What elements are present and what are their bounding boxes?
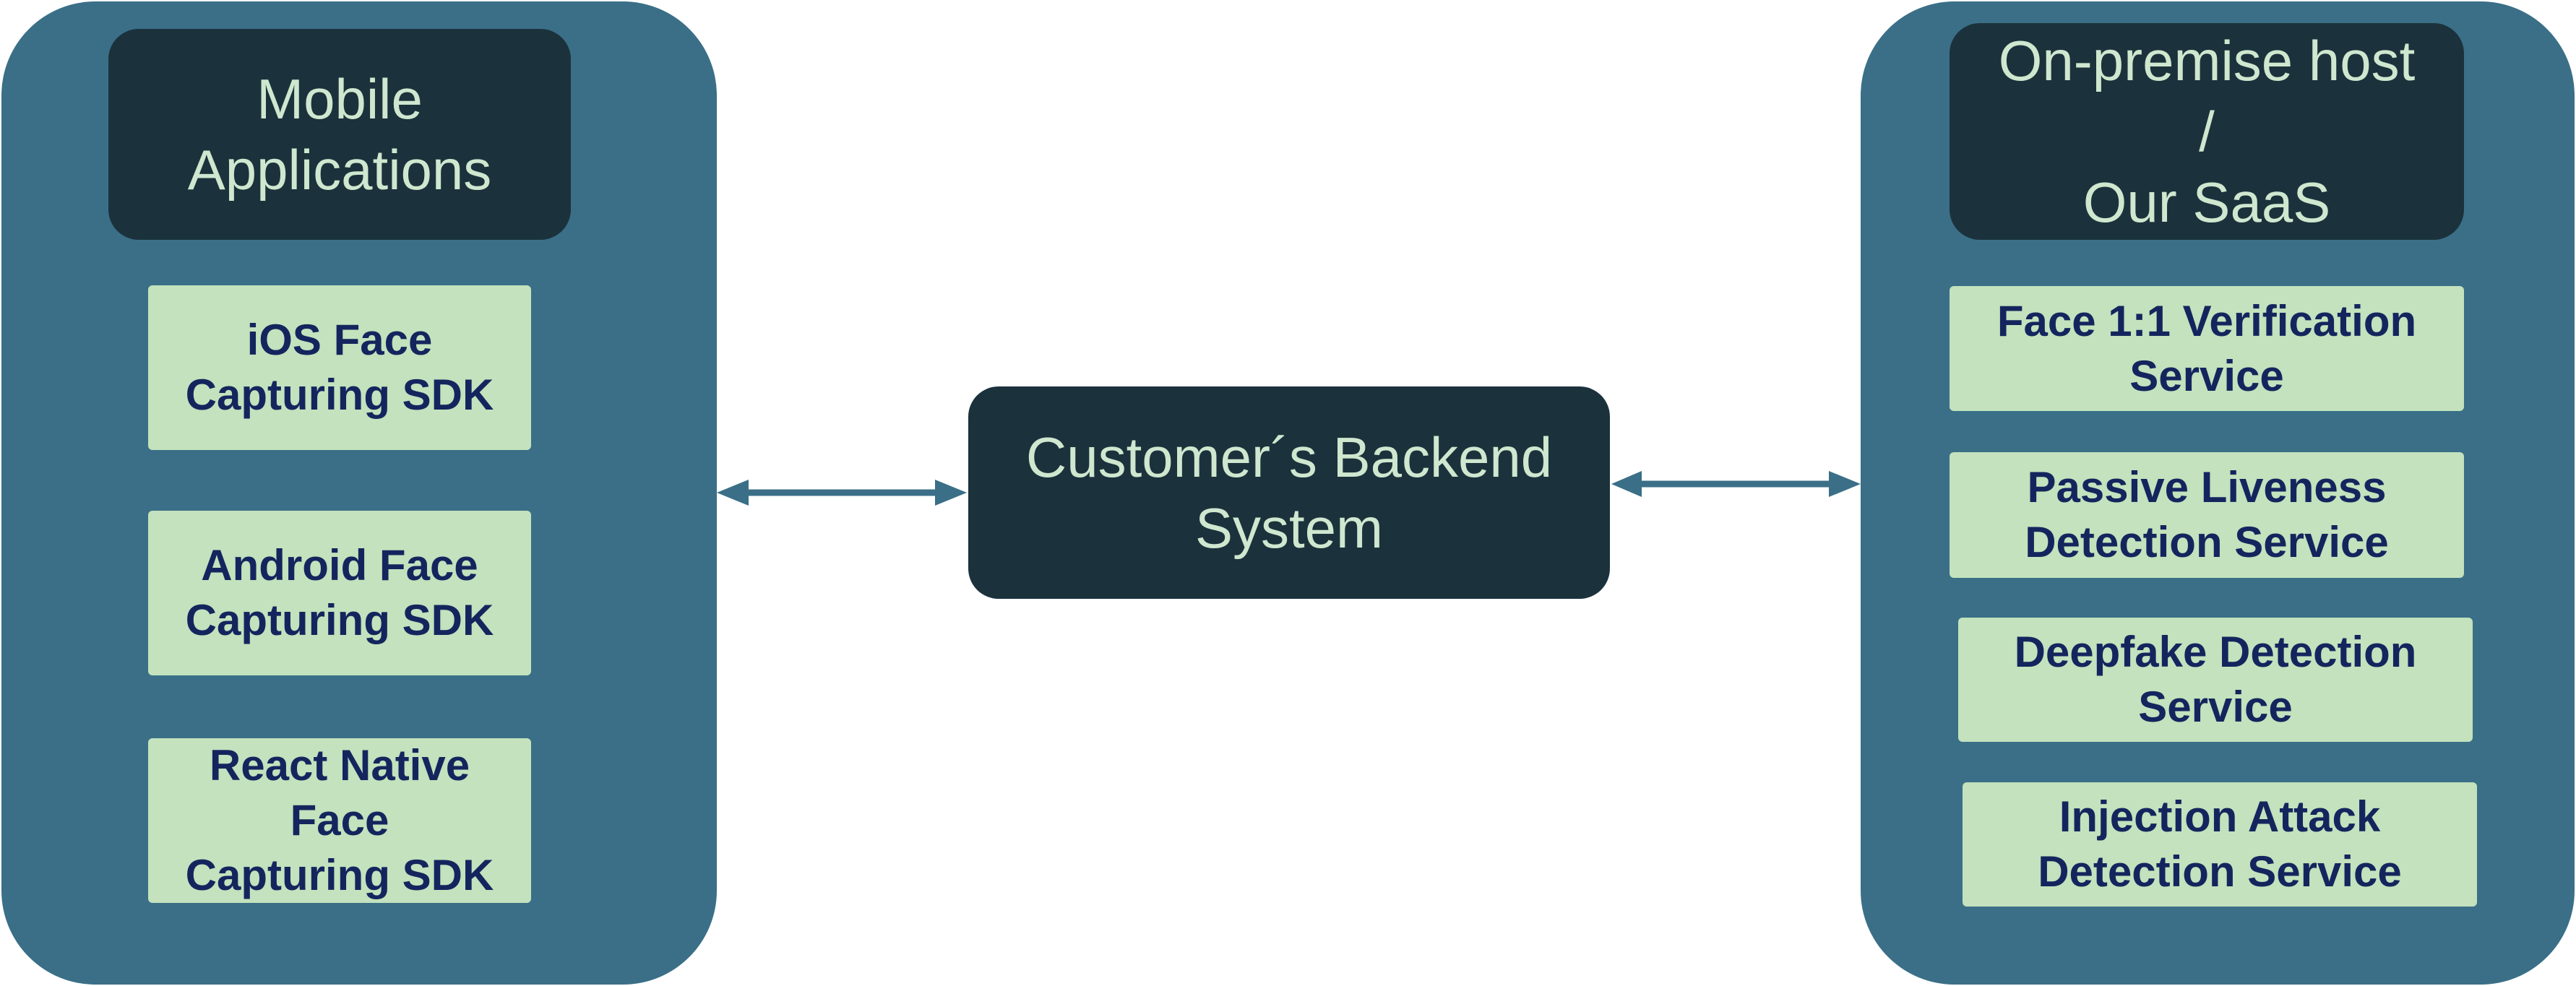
customer-backend-box: Customer´s Backend System — [968, 386, 1610, 599]
deepfake-detection-box: Deepfake Detection Service — [1958, 618, 2473, 742]
android-sdk-box: Android Face Capturing SDK — [148, 511, 531, 675]
react-native-sdk-box: React Native Face Capturing SDK — [148, 738, 531, 903]
on-premise-saas-title: On-premise host / Our SaaS — [1950, 23, 2464, 240]
ios-sdk-box: iOS Face Capturing SDK — [148, 285, 531, 450]
left-double-arrow — [717, 480, 967, 506]
injection-attack-box: Injection Attack Detection Service — [1963, 782, 2477, 907]
right-double-arrow — [1611, 471, 1861, 497]
mobile-applications-title: Mobile Applications — [108, 29, 571, 240]
passive-liveness-box: Passive Liveness Detection Service — [1950, 452, 2464, 578]
face-verification-box: Face 1:1 Verification Service — [1950, 286, 2464, 411]
